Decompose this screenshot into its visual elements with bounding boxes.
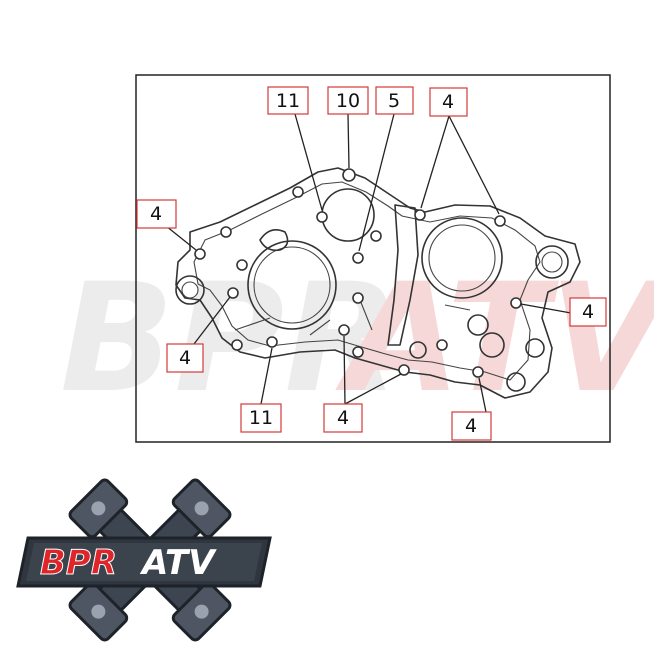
logo-text-atv: ATV xyxy=(139,543,217,583)
callout-4-bottom-right-text: 4 xyxy=(465,415,477,437)
leader-lines xyxy=(165,113,572,413)
callout-11-bottom-text: 11 xyxy=(249,407,273,429)
callout-5: 5 xyxy=(375,86,414,115)
bolts xyxy=(194,168,522,378)
callout-4-bottom-right: 4 xyxy=(451,411,492,441)
callout-4-lower-left-text: 4 xyxy=(179,347,191,369)
callout-10-text: 10 xyxy=(336,90,360,112)
callout-4-top-text: 4 xyxy=(442,91,454,113)
watermark: BPR ATV xyxy=(60,252,654,426)
callout-4-left-text: 4 xyxy=(150,203,162,225)
callout-11-bottom: 11 xyxy=(240,403,282,433)
diagram-frame xyxy=(135,74,611,443)
callout-11-top: 11 xyxy=(267,86,309,115)
callout-10: 10 xyxy=(327,86,369,115)
callout-4-lower-left: 4 xyxy=(166,343,204,373)
watermark-text-1: BPR xyxy=(60,252,400,426)
callout-4-bottom-mid: 4 xyxy=(323,403,363,433)
logo-text-bpr: BPR xyxy=(40,543,117,583)
watermark-text-2: ATV xyxy=(335,252,654,426)
callout-5-text: 5 xyxy=(388,90,400,112)
callout-4-top: 4 xyxy=(429,87,468,117)
callout-4-right-text: 4 xyxy=(582,301,594,323)
callout-11-top-text: 11 xyxy=(276,90,300,112)
callout-4-bottom-mid-text: 4 xyxy=(337,407,349,429)
crankcase-outline xyxy=(175,167,581,399)
callout-4-left: 4 xyxy=(136,199,177,229)
bpratv-logo: BPR ATV xyxy=(16,478,272,642)
callout-4-right: 4 xyxy=(569,297,607,327)
